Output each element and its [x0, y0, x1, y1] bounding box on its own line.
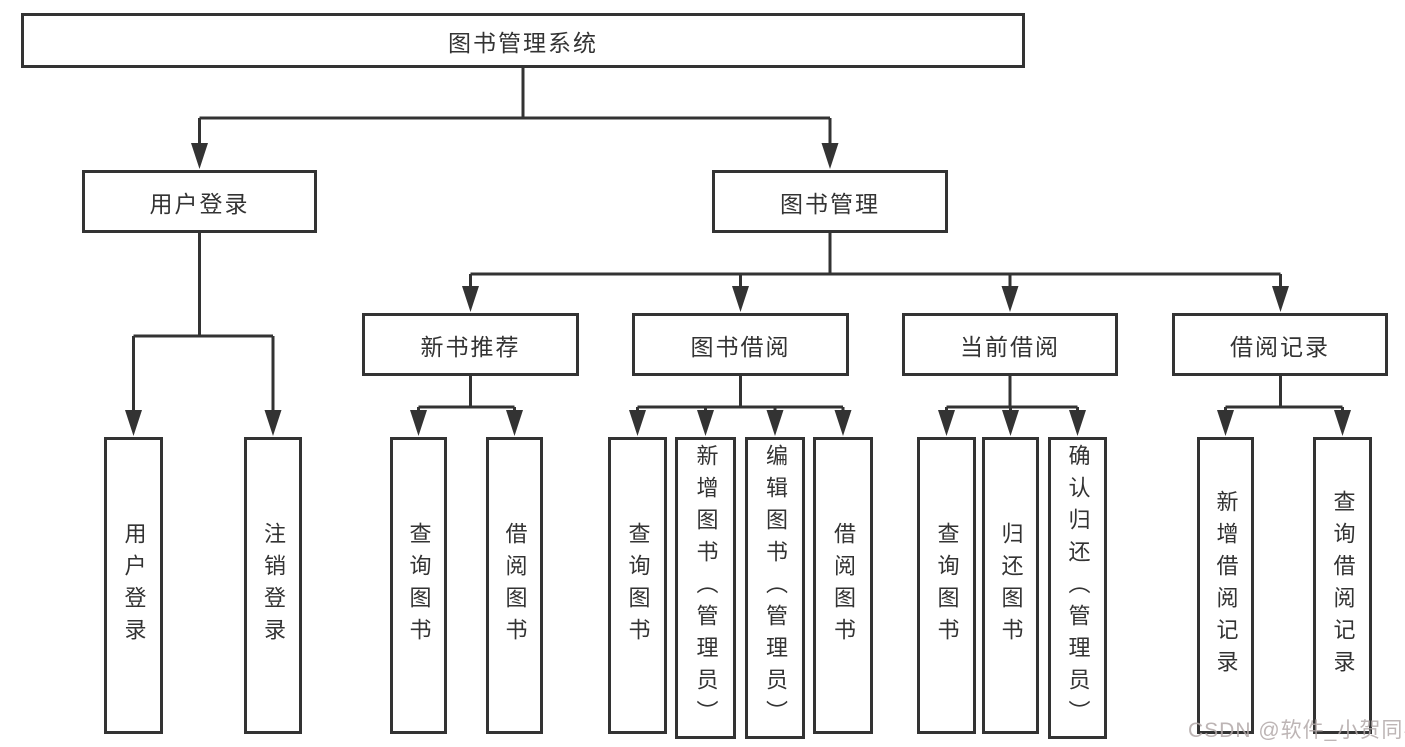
leaf-label: 新增图书（管理员）	[693, 444, 719, 732]
leaf-label: 查询图书	[406, 521, 432, 650]
node-current-borrowing: 当前借阅	[902, 313, 1118, 376]
node-new-book-recommendation: 新书推荐	[362, 313, 579, 376]
leaf-borrow-books-borrowing: 借阅图书	[813, 437, 873, 734]
leaf-label: 归还图书	[998, 521, 1024, 650]
node-borrowing-records: 借阅记录	[1172, 313, 1388, 376]
leaf-add-book-admin: 新增图书（管理员）	[675, 437, 736, 739]
leaf-query-books-borrowing: 查询图书	[608, 437, 667, 734]
leaf-edit-book-admin: 编辑图书（管理员）	[745, 437, 805, 739]
leaf-user-login: 用户登录	[104, 437, 163, 734]
leaf-label: 确认归还（管理员）	[1065, 444, 1091, 732]
node-book-borrowing: 图书借阅	[632, 313, 849, 376]
leaf-confirm-return-admin: 确认归还（管理员）	[1048, 437, 1107, 739]
leaf-return-book: 归还图书	[982, 437, 1039, 734]
leaf-label: 新增借阅记录	[1213, 489, 1239, 682]
leaf-query-borrow-record: 查询借阅记录	[1313, 437, 1372, 734]
node-book-management: 图书管理	[712, 170, 948, 233]
leaf-add-borrow-record: 新增借阅记录	[1197, 437, 1254, 734]
leaf-label: 用户登录	[121, 521, 147, 650]
leaf-label: 查询借阅记录	[1330, 489, 1356, 682]
leaf-label: 注销登录	[261, 521, 286, 650]
leaf-borrow-books-recommend: 借阅图书	[486, 437, 543, 734]
node-library-system: 图书管理系统	[21, 13, 1025, 68]
leaf-label: 查询图书	[625, 521, 651, 650]
leaf-label: 借阅图书	[502, 521, 528, 650]
leaf-label: 编辑图书（管理员）	[763, 444, 788, 732]
leaf-query-books-current: 查询图书	[917, 437, 976, 734]
node-user-login: 用户登录	[82, 170, 317, 233]
leaf-label: 查询图书	[934, 521, 960, 650]
leaf-label: 借阅图书	[831, 521, 856, 650]
leaf-logout: 注销登录	[244, 437, 302, 734]
leaf-query-books-recommend: 查询图书	[390, 437, 447, 734]
csdn-watermark: CSDN @软件_小贺同学	[1188, 719, 1405, 742]
